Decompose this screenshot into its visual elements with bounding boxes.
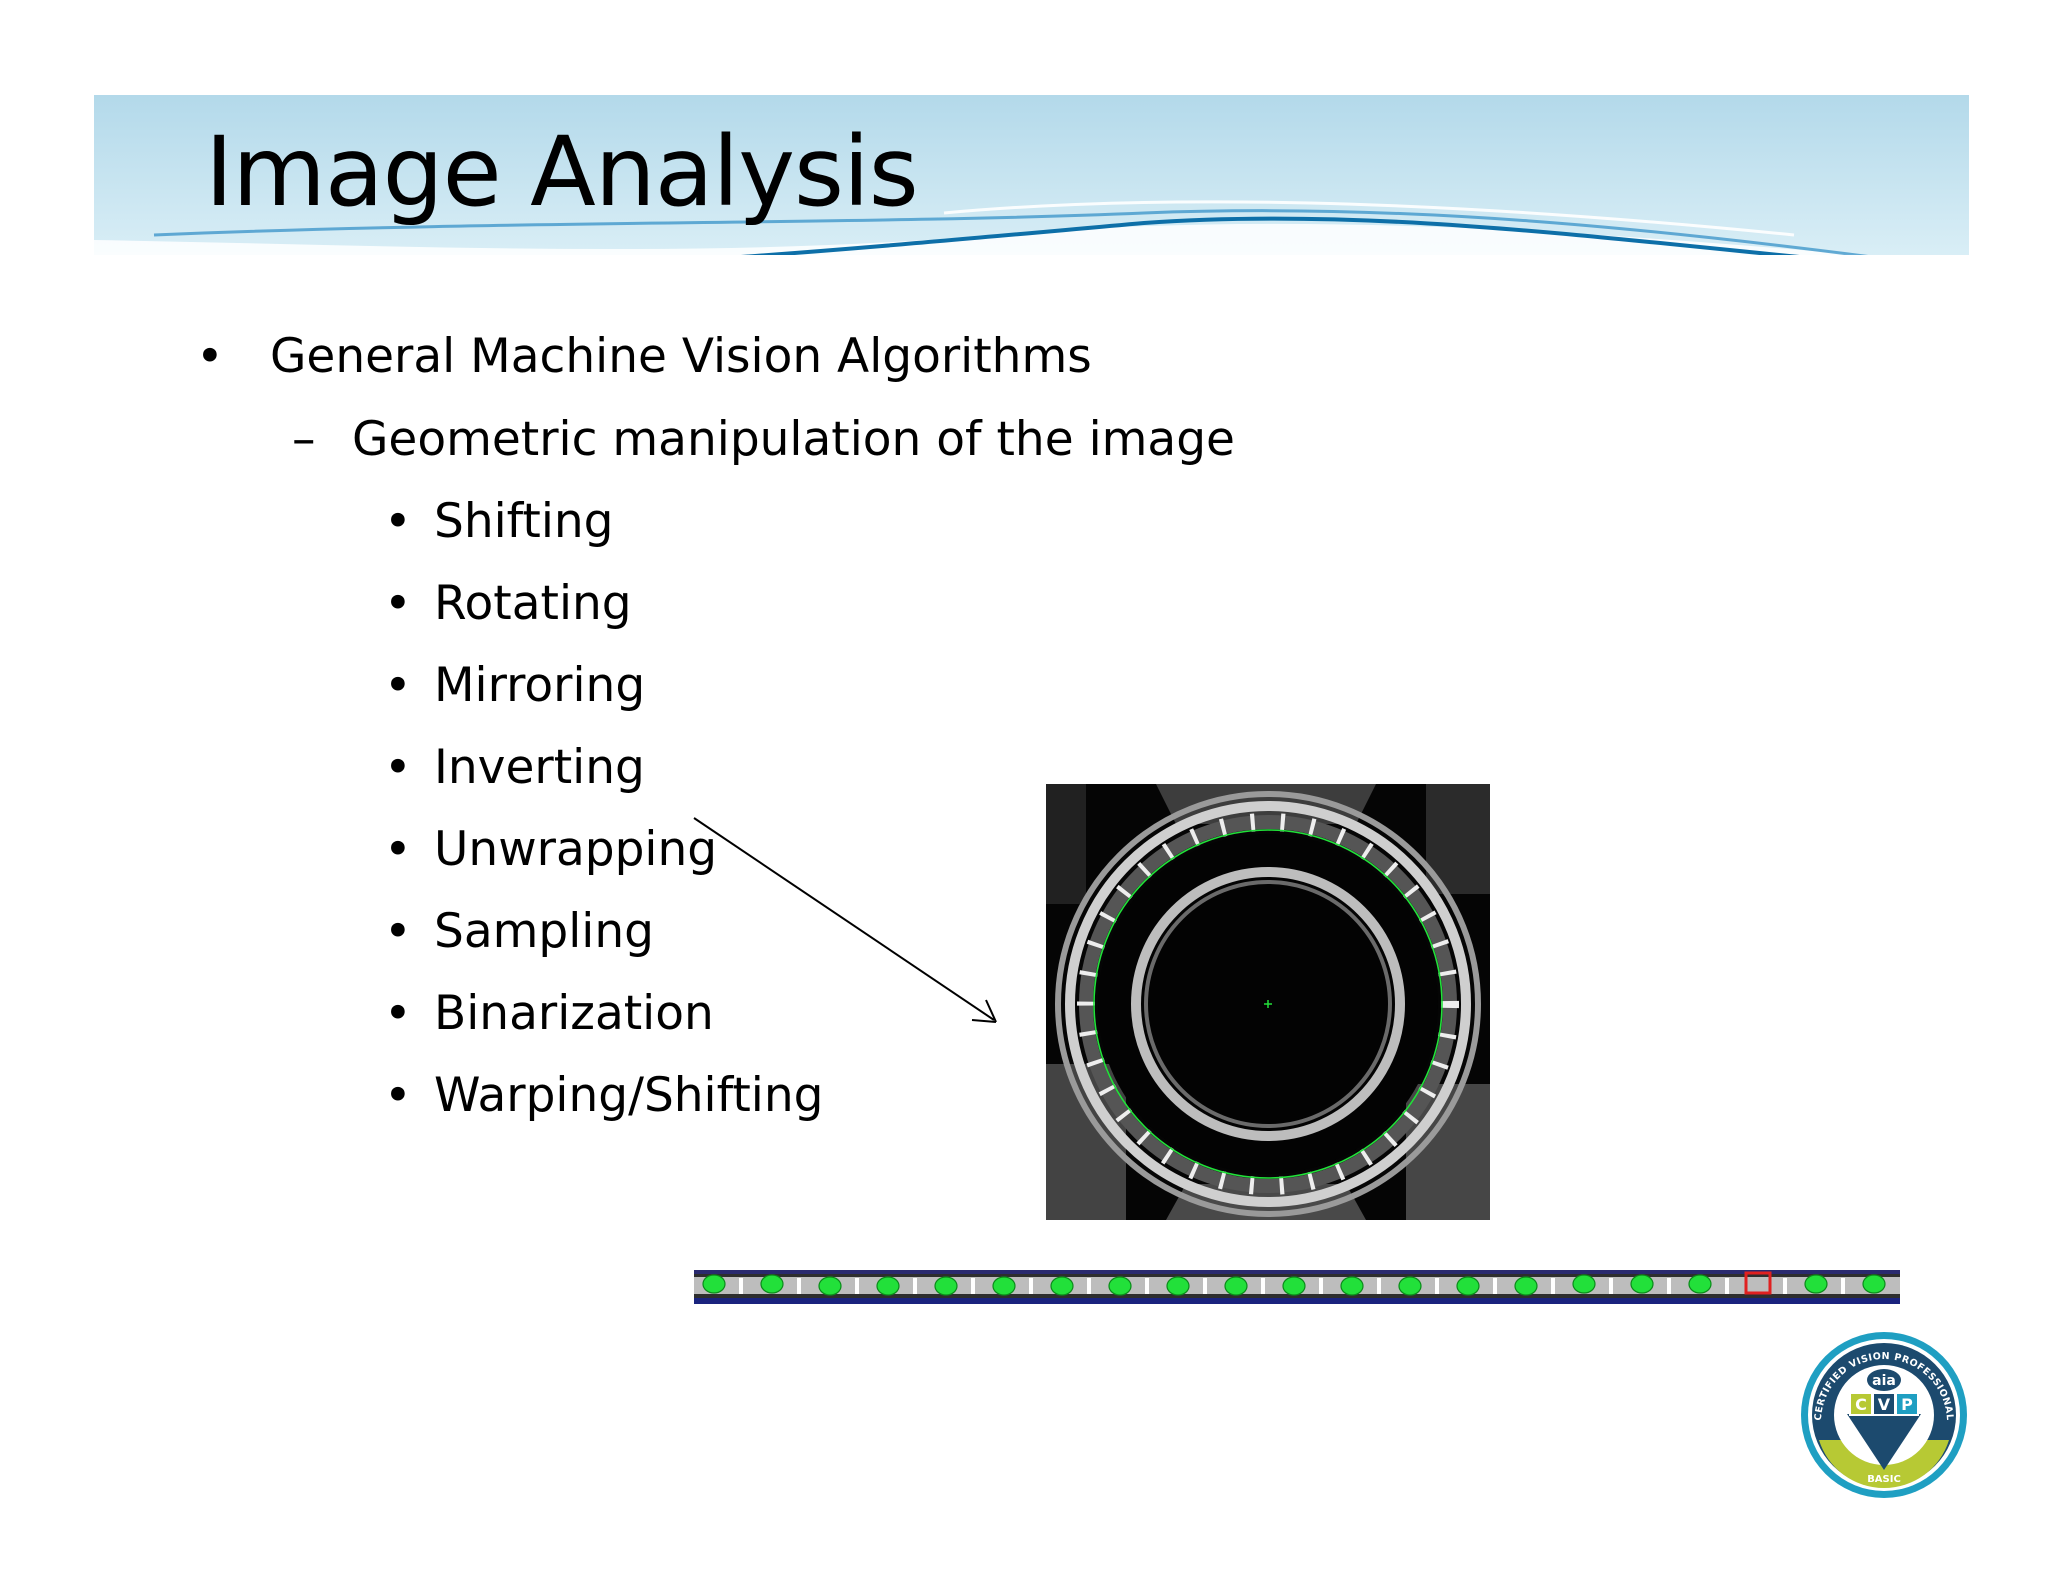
bullet-shifting: Shifting	[434, 494, 614, 549]
title-banner	[94, 95, 1969, 255]
bullet-mirroring: Mirroring	[434, 658, 646, 713]
svg-text:V: V	[1878, 1395, 1891, 1414]
dash-marker: –	[292, 412, 316, 467]
defect-marker	[1744, 1271, 1772, 1295]
bullet-geometric-manipulation: Geometric manipulation of the image	[352, 412, 1235, 467]
bullet-marker: •	[196, 329, 224, 384]
bullet-rotating: Rotating	[434, 576, 632, 631]
bullet-marker: •	[384, 494, 412, 549]
bullet-unwrapping: Unwrapping	[434, 822, 718, 877]
bullet-general-machine-vision: General Machine Vision Algorithms	[270, 329, 1092, 384]
unwrapped-strip	[694, 1270, 1900, 1304]
bearing-image	[1046, 784, 1490, 1220]
svg-text:C: C	[1855, 1395, 1867, 1414]
bullet-marker: •	[384, 658, 412, 713]
bullet-warping-shifting: Warping/Shifting	[434, 1068, 824, 1123]
bullet-marker: •	[384, 740, 412, 795]
aia-cvp-badge-logo: C V P aia CERTIFIED VISION PROFESSIONAL …	[1801, 1332, 1967, 1498]
svg-text:P: P	[1901, 1395, 1913, 1414]
bullet-marker: •	[384, 822, 412, 877]
bullet-marker: •	[384, 576, 412, 631]
bullet-marker: •	[384, 1068, 412, 1123]
svg-text:aia: aia	[1872, 1373, 1896, 1389]
bullet-marker: •	[384, 904, 412, 959]
bullet-binarization: Binarization	[434, 986, 714, 1041]
bullet-inverting: Inverting	[434, 740, 645, 795]
page-title: Image Analysis	[205, 116, 919, 228]
bullet-sampling: Sampling	[434, 904, 654, 959]
svg-text:BASIC: BASIC	[1867, 1474, 1901, 1485]
bullet-marker: •	[384, 986, 412, 1041]
